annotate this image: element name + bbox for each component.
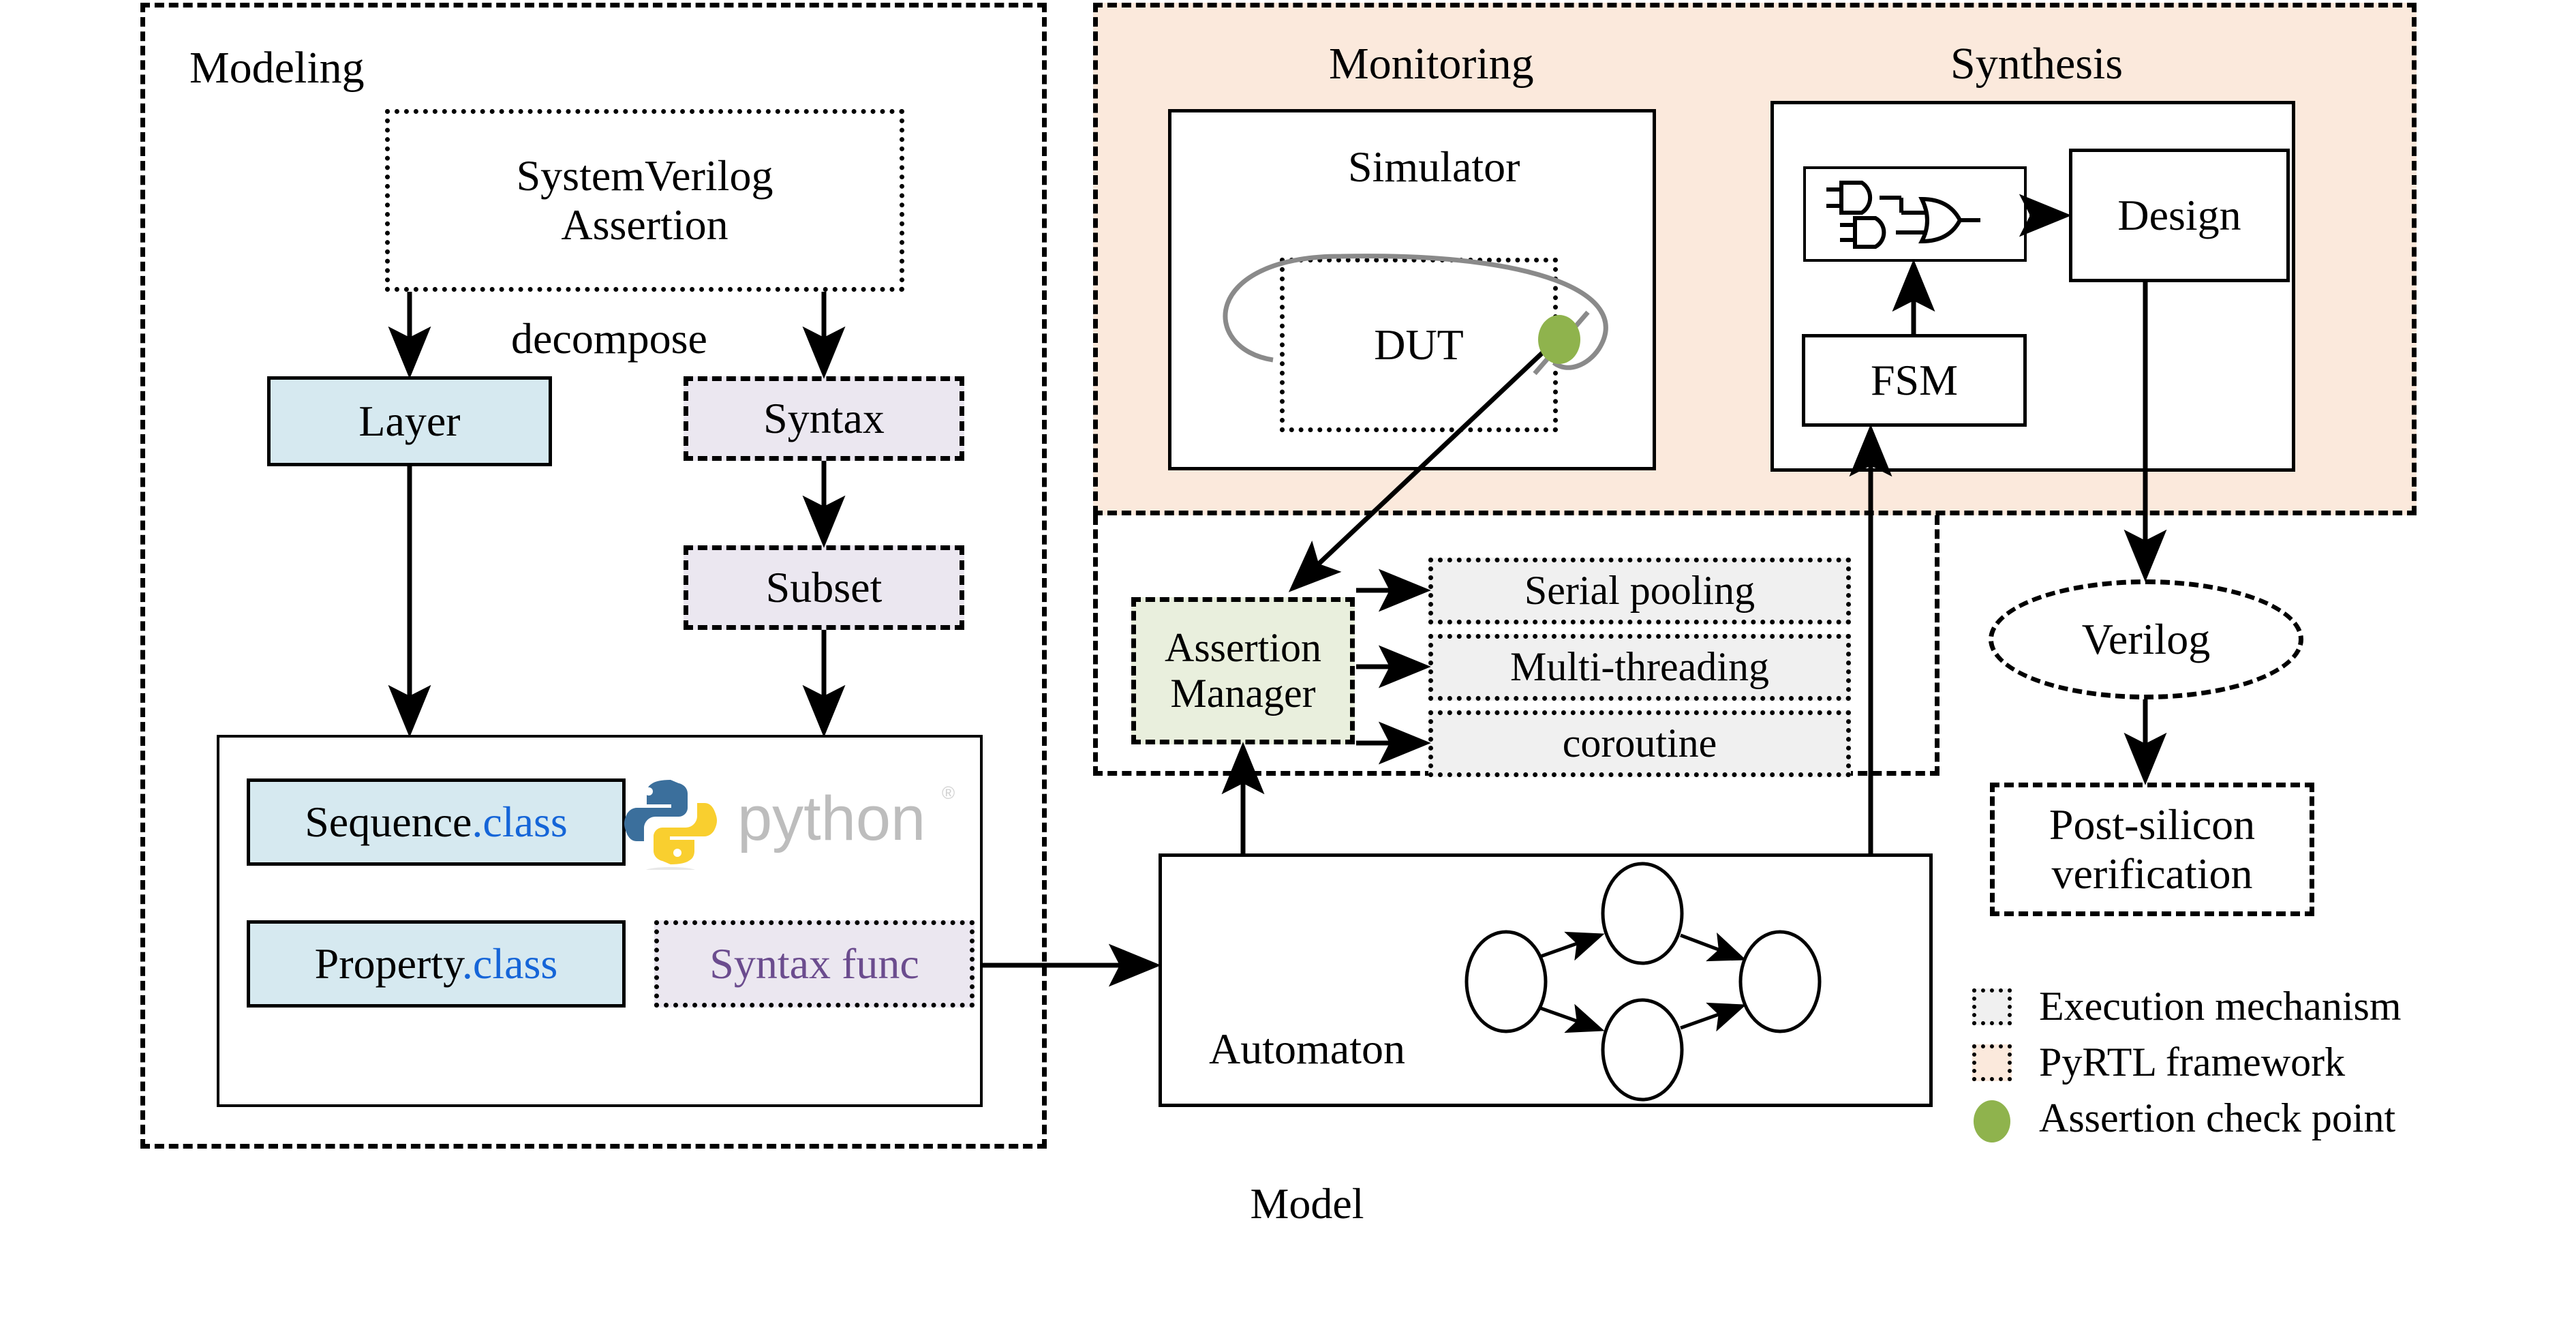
- modeling-panel: [140, 3, 1047, 1149]
- legend-swatch-execution-mechanism: [1972, 988, 2012, 1025]
- automaton-model-label: Automaton Model: [1209, 920, 1405, 1332]
- design-label: Design: [2117, 191, 2241, 240]
- automaton-line2: Model: [1250, 1179, 1364, 1228]
- post-silicon-verification-box[interactable]: Post-silicon verification: [1990, 783, 2314, 916]
- decompose-label: decompose: [511, 314, 707, 363]
- property-class-label: Property.class: [315, 939, 558, 988]
- post-silicon-line2: verification: [2051, 849, 2253, 898]
- legend-label-execution-mechanism: Execution mechanism: [2039, 984, 2402, 1029]
- sequence-name: Sequence: [305, 798, 472, 847]
- syntax-label: Syntax: [763, 394, 885, 443]
- multi-threading-box[interactable]: Multi-threading: [1428, 634, 1851, 701]
- layer-label: Layer: [358, 397, 461, 446]
- diagram-canvas: Modeling Monitoring Synthesis SystemVeri…: [140, 3, 2417, 1228]
- logic-gates-box[interactable]: [1803, 166, 2027, 262]
- syntax-func-label: Syntax func: [709, 939, 919, 988]
- legend-label-assertion-check-point: Assertion check point: [2039, 1095, 2396, 1140]
- multi-threading-label: Multi-threading: [1510, 644, 1769, 690]
- sequence-class-label: Sequence.class: [305, 798, 568, 847]
- sva-label-line1: SystemVerilog: [516, 151, 773, 200]
- systemverilog-assertion-box[interactable]: SystemVerilog Assertion: [385, 109, 904, 292]
- syntax-box[interactable]: Syntax: [684, 376, 964, 461]
- python-snake-icon: [624, 780, 717, 877]
- subset-label: Subset: [765, 563, 883, 612]
- dut-label: DUT: [1374, 320, 1464, 369]
- design-box[interactable]: Design: [2069, 149, 2290, 282]
- property-suffix: .class: [461, 939, 558, 988]
- synthesis-panel-title: Synthesis: [1950, 39, 2123, 89]
- property-class-box[interactable]: Property.class: [247, 920, 626, 1008]
- modeling-panel-title: Modeling: [189, 43, 365, 93]
- subset-box[interactable]: Subset: [684, 545, 964, 630]
- sequence-class-box[interactable]: Sequence.class: [247, 778, 626, 866]
- post-silicon-line1: Post-silicon: [2049, 800, 2256, 849]
- assertion-manager-line2: Manager: [1170, 671, 1316, 716]
- sva-label-line2: Assertion: [561, 200, 729, 249]
- automaton-line1: Automaton: [1209, 1025, 1405, 1074]
- assertion-manager-box[interactable]: Assertion Manager: [1131, 597, 1355, 744]
- coroutine-label: coroutine: [1562, 721, 1717, 766]
- monitoring-panel-title: Monitoring: [1329, 39, 1534, 89]
- fsm-label: FSM: [1870, 356, 1959, 405]
- layer-box[interactable]: Layer: [267, 376, 552, 466]
- assertion-manager-line1: Assertion: [1165, 624, 1321, 670]
- serial-pooling-label: Serial pooling: [1524, 568, 1755, 614]
- property-name: Property: [314, 939, 462, 988]
- legend-label-pyrtl-framework: PyRTL framework: [2039, 1040, 2346, 1085]
- logic-gates-icon: [1826, 181, 1980, 249]
- serial-pooling-box[interactable]: Serial pooling: [1428, 558, 1851, 624]
- fsm-box[interactable]: FSM: [1802, 334, 2027, 427]
- pyrtl-framework-panel: [1093, 3, 2417, 515]
- coroutine-box[interactable]: coroutine: [1428, 710, 1851, 777]
- syntax-func-box[interactable]: Syntax func: [654, 920, 975, 1008]
- svg-text:python: python: [737, 784, 925, 853]
- simulator-label: Simulator: [1348, 142, 1520, 191]
- legend-swatch-pyrtl-framework: [1972, 1044, 2012, 1081]
- legend-swatch-assertion-check-point: [1974, 1100, 2010, 1142]
- verilog-ellipse[interactable]: Verilog: [1989, 579, 2303, 699]
- dut-box[interactable]: DUT: [1280, 258, 1558, 432]
- python-logo: python ®: [622, 774, 955, 877]
- svg-text:®: ®: [942, 783, 955, 803]
- python-wordmark: python: [737, 784, 925, 853]
- verilog-label: Verilog: [2081, 615, 2211, 664]
- sequence-suffix: .class: [472, 798, 568, 847]
